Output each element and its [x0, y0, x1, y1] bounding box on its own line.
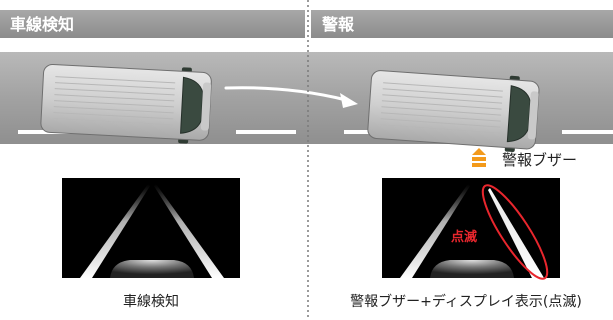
lane-mark [236, 130, 296, 134]
movement-arrow [224, 86, 358, 108]
warning-chevron-icon [472, 148, 486, 167]
buzzer-label: 警報ブザー [502, 151, 577, 169]
right-caption: 警報ブザー+ディスプレイ表示(点滅) [350, 293, 582, 310]
blink-label: 点滅 [451, 229, 477, 245]
right-header-title: 警報 [321, 15, 355, 34]
left-header-title: 車線検知 [10, 15, 74, 34]
left-display [62, 178, 240, 278]
right-header: 警報 [311, 10, 613, 38]
left-header: 車線検知 [0, 10, 305, 38]
right-display: 点滅 [382, 178, 560, 280]
left-caption: 車線検知 [123, 293, 179, 310]
lane-mark [98, 42, 140, 45]
van-left [39, 59, 213, 146]
lane-mark [562, 130, 613, 134]
buzzer-indicator: 警報ブザー [472, 148, 577, 169]
blink-highlight [481, 184, 549, 280]
